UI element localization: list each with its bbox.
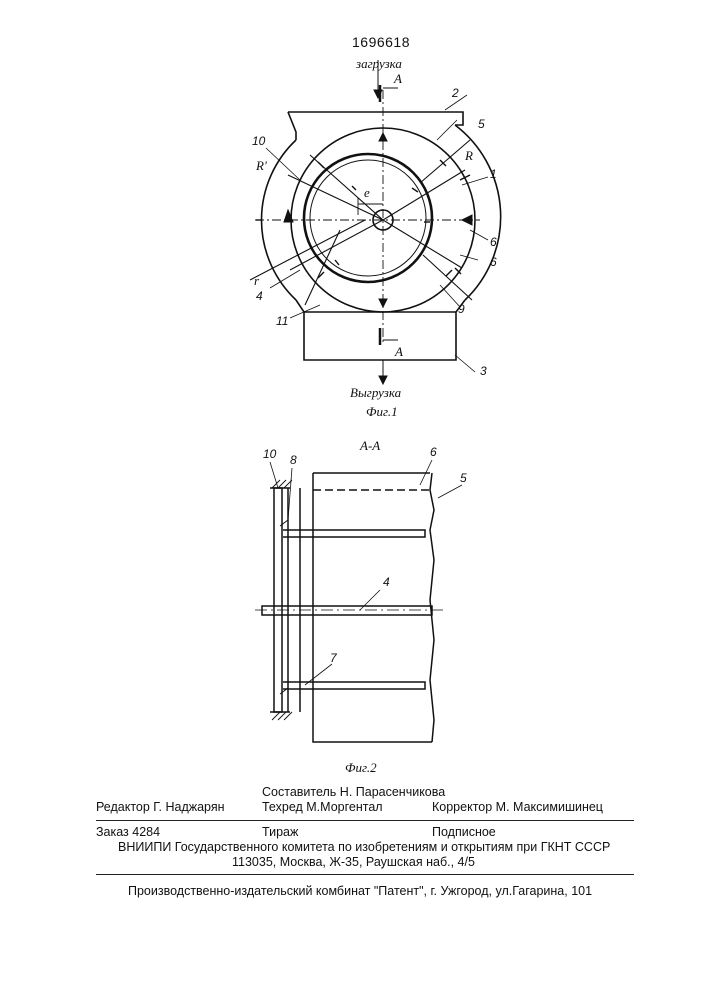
upper-arm — [283, 530, 425, 537]
label-6a: 6 — [490, 235, 497, 249]
address-line: 113035, Москва, Ж-35, Раушская наб., 4/5 — [232, 855, 475, 869]
rule-1 — [96, 820, 634, 821]
section-mark-bottom: А — [394, 344, 403, 359]
subscription-line: Подписное — [432, 825, 496, 839]
label-6b: 6 — [490, 255, 497, 269]
section-title: А-А — [359, 438, 380, 453]
label-5: 5 — [478, 117, 485, 131]
dim-r: R — [464, 148, 473, 163]
end-plate — [274, 488, 282, 712]
loading-label: загрузка — [355, 56, 402, 71]
order-line: Заказ 4284 — [96, 825, 160, 839]
unloading-arrow — [379, 360, 387, 384]
fig2-label-10: 10 — [263, 447, 277, 461]
unloading-label: Выгрузка — [350, 385, 402, 400]
top-hopper — [288, 112, 463, 140]
fig2-label-5: 5 — [460, 471, 467, 485]
label-1: 1 — [490, 167, 497, 181]
corrector-line: Корректор М. Максимишинец — [432, 800, 603, 814]
label-9: 9 — [458, 302, 465, 316]
compiler-line: Составитель Н. Парасенчикова — [262, 785, 445, 799]
dim-e: e — [364, 185, 370, 200]
techred-line: Техред М.Моргентал — [262, 800, 383, 814]
dim-r-prime: R' — [255, 158, 267, 173]
circulation-line: Тираж — [262, 825, 298, 839]
fig2-label-4: 4 — [383, 575, 390, 589]
figure-1-caption: Фиг.1 — [366, 404, 398, 419]
label-3: 3 — [480, 364, 487, 378]
rotor-inner-circle — [304, 154, 432, 282]
drum-body — [313, 473, 434, 742]
rule-2 — [96, 874, 634, 875]
lower-arm — [283, 682, 425, 689]
institute-line: ВНИИПИ Государственного комитета по изоб… — [118, 840, 610, 854]
label-4: 4 — [256, 289, 263, 303]
label-10: 10 — [252, 134, 266, 148]
section-mark-top: А — [393, 71, 402, 86]
fig2-label-8: 8 — [290, 453, 297, 467]
outer-casing-arc-right — [455, 125, 501, 300]
fig2-label-7: 7 — [330, 651, 338, 665]
fig2-label-6: 6 — [430, 445, 437, 459]
editor-line: Редактор Г. Наджарян — [96, 800, 225, 814]
figure-2-caption: Фиг.2 — [345, 760, 377, 775]
publisher-line: Производственно-издательский комбинат "П… — [128, 884, 592, 898]
label-11: 11 — [276, 314, 288, 328]
label-2: 2 — [451, 86, 459, 100]
